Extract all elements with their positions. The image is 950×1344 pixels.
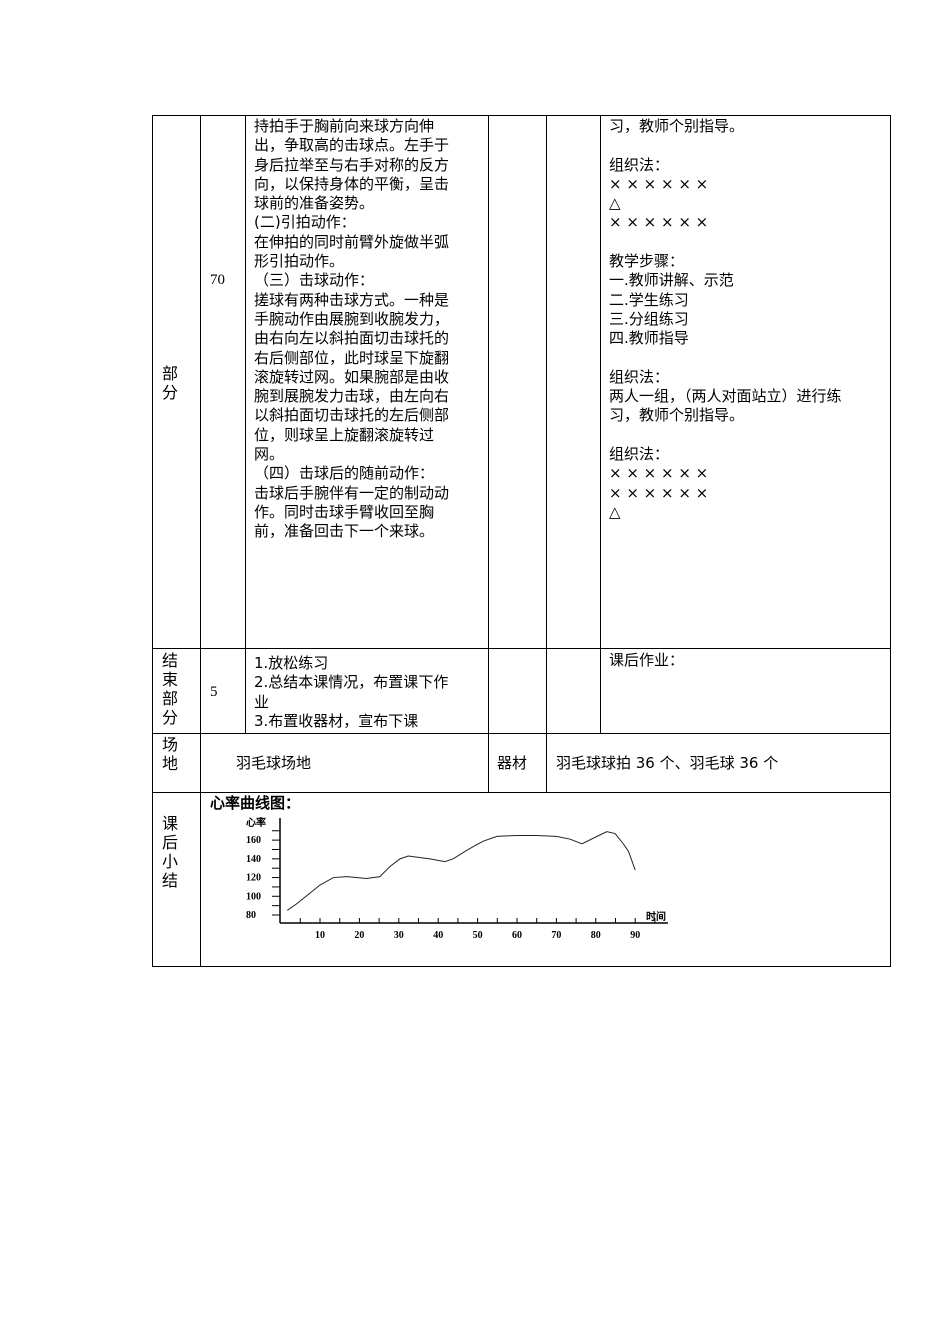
y-tick-label: 160	[246, 835, 261, 846]
y-tick-label: 80	[246, 910, 256, 921]
x-tick-label: 60	[512, 930, 522, 941]
x-tick-label: 50	[473, 930, 483, 941]
main-minutes: 70	[210, 272, 225, 288]
y-axis-label: 心率	[246, 816, 266, 829]
equipment-value: 羽毛球球拍 36 个、羽毛球 36 个	[556, 754, 779, 772]
homework-label: 课后作业：	[609, 651, 685, 669]
main-section-label: 部 分	[161, 364, 178, 402]
x-tick-label: 20	[354, 930, 364, 941]
col-divider	[546, 115, 547, 792]
col-divider	[600, 115, 601, 733]
end-section-label: 结 束 部 分	[161, 651, 178, 727]
chart-title: 心率曲线图：	[210, 794, 301, 812]
y-tick-label: 100	[246, 891, 261, 902]
main-content: 持拍手于胸前向来球方向伸 出，争取高的击球点。左手于 身后拉举至与右手对称的反方…	[254, 117, 450, 541]
main-method: 习，教师个别指导。 组织法： × × × × × × △ × × × × × ×…	[609, 117, 842, 521]
row-divider	[152, 792, 891, 793]
end-content: 1.放松练习 2.总结本课情况，布置课下作 业 3.布置收器材，宣布下课	[254, 654, 449, 730]
table-border-right	[890, 115, 891, 967]
x-tick-label: 30	[394, 930, 404, 941]
table-border-bottom	[152, 966, 891, 967]
x-tick-label: 10	[315, 930, 325, 941]
col-divider	[245, 115, 246, 733]
heart-rate-line	[287, 831, 636, 911]
venue-value: 羽毛球场地	[236, 754, 312, 772]
col-divider	[200, 115, 201, 967]
x-tick-label: 70	[551, 930, 561, 941]
summary-label: 课 后 小 结	[161, 814, 178, 890]
venue-label: 场 地	[161, 735, 178, 773]
x-axis-label: 时间	[646, 910, 666, 923]
x-tick-label: 80	[591, 930, 601, 941]
row-divider	[152, 648, 891, 649]
y-tick-label: 140	[246, 854, 261, 865]
row-divider	[152, 733, 891, 734]
y-tick-label: 120	[246, 873, 261, 884]
table-border-top	[152, 115, 891, 116]
end-minutes: 5	[210, 684, 218, 700]
x-tick-label: 40	[433, 930, 443, 941]
col-divider	[488, 115, 489, 792]
x-tick-label: 90	[630, 930, 640, 941]
equipment-label: 器材	[497, 754, 528, 772]
col-divider	[152, 115, 153, 967]
